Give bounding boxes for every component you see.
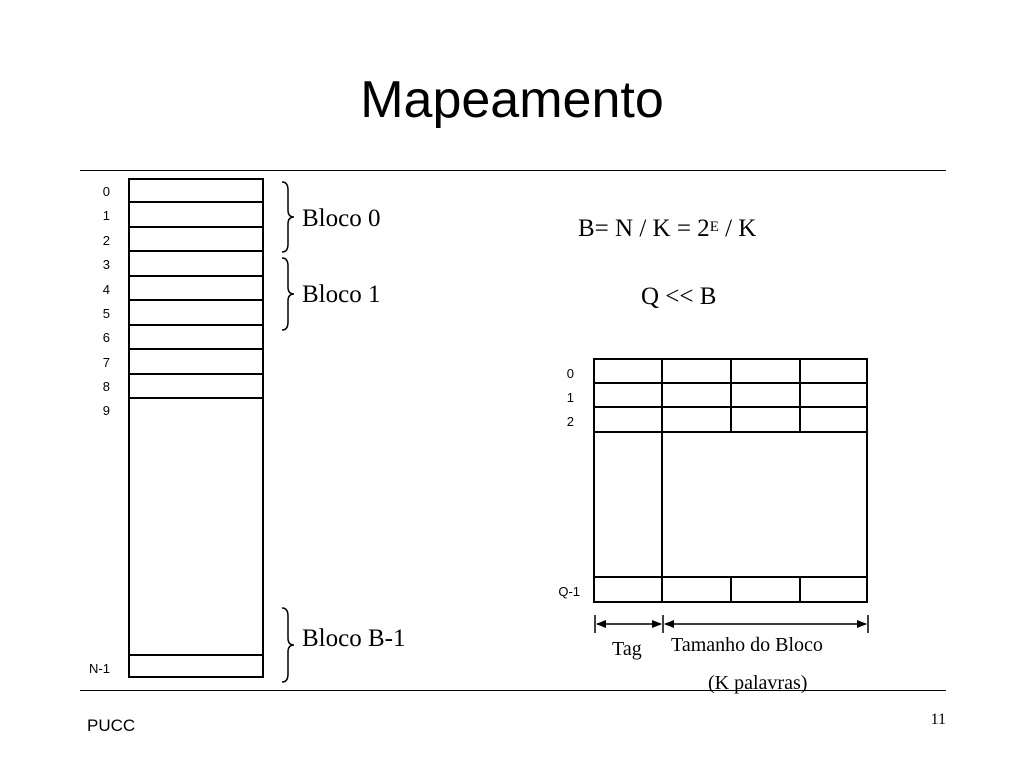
mem-address-9: 9 bbox=[102, 403, 110, 418]
mem-row-divider bbox=[128, 201, 264, 203]
mem-address-6: 6 bbox=[102, 330, 110, 345]
mem-address-3: 3 bbox=[102, 257, 110, 272]
main-memory-column bbox=[128, 178, 264, 678]
brace-icon bbox=[281, 607, 295, 683]
mem-row-divider bbox=[128, 348, 264, 350]
cache-line-q-1: Q-1 bbox=[558, 584, 580, 599]
mem-address-8: 8 bbox=[102, 379, 110, 394]
mem-row-divider bbox=[128, 373, 264, 375]
mem-address-4: 4 bbox=[102, 282, 110, 297]
cache-row-divider bbox=[593, 431, 868, 433]
cache-tag-divider bbox=[661, 358, 663, 603]
formula-suffix: / K bbox=[718, 215, 757, 242]
top-divider bbox=[80, 170, 946, 171]
block-size-label: Tamanho do Bloco bbox=[671, 634, 823, 656]
mem-row-divider bbox=[128, 299, 264, 301]
cache-line-2: 2 bbox=[566, 414, 574, 429]
mem-row-divider bbox=[128, 250, 264, 252]
cache-word-divider bbox=[730, 358, 732, 432]
mem-address-2: 2 bbox=[102, 233, 110, 248]
formula-exponent: E bbox=[709, 219, 719, 235]
mem-row-divider bbox=[128, 226, 264, 228]
bottom-divider bbox=[80, 690, 946, 691]
mem-address-5: 5 bbox=[102, 306, 110, 321]
mem-address-7: 7 bbox=[102, 355, 110, 370]
dimension-arrows bbox=[594, 615, 869, 633]
cache-word-divider bbox=[799, 358, 801, 432]
mem-row-divider bbox=[128, 324, 264, 326]
formula-prefix: B= N / K = 2 bbox=[578, 215, 710, 242]
mem-row-divider bbox=[128, 397, 264, 399]
mem-address-0: 0 bbox=[102, 184, 110, 199]
cache-line-0: 0 bbox=[566, 366, 574, 381]
tag-label: Tag bbox=[612, 638, 642, 660]
mem-row-divider bbox=[128, 275, 264, 277]
block-size-sublabel: (K palavras) bbox=[708, 672, 808, 694]
cache-word-divider bbox=[799, 576, 801, 603]
footer-institution: PUCC bbox=[87, 716, 136, 735]
formula-cache-lines: Q << B bbox=[641, 283, 717, 310]
mem-row-divider bbox=[128, 654, 264, 656]
cache-line-1: 1 bbox=[566, 390, 574, 405]
brace-icon bbox=[281, 257, 295, 331]
brace-icon bbox=[281, 181, 295, 253]
page-number: 11 bbox=[930, 711, 946, 728]
mem-address-n-1: N-1 bbox=[89, 661, 110, 676]
block-label-b-1: Bloco B-1 bbox=[302, 625, 406, 652]
block-label-1: Bloco 1 bbox=[302, 281, 381, 308]
mem-address-1: 1 bbox=[102, 208, 110, 223]
formula-block-count: B= N / K = 2E / K bbox=[578, 214, 756, 244]
block-label-0: Bloco 0 bbox=[302, 205, 381, 232]
cache-word-divider bbox=[730, 576, 732, 603]
slide-title: Mapeamento bbox=[360, 71, 664, 129]
